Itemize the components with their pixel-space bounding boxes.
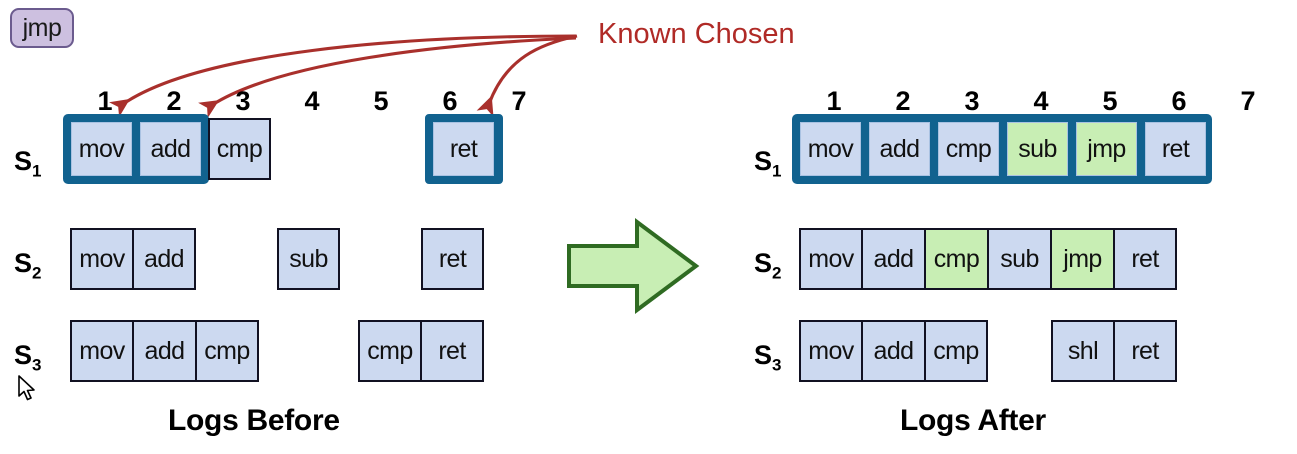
column-header-2: 2 (166, 86, 182, 116)
column-header-6: 6 (442, 86, 458, 116)
chosen-highlight-s1-after-all (792, 114, 1212, 184)
cell-s1-after-2[interactable]: add (869, 122, 930, 176)
column-header-after-5: 5 (1102, 86, 1118, 116)
row-label-s3-before-sub: 3 (32, 355, 42, 375)
column-header-after-3: 3 (964, 86, 980, 116)
cell-s2-after-1[interactable]: mov (799, 228, 862, 290)
transition-arrow-icon (567, 218, 700, 314)
known-chosen-annotation-label: Known Chosen (598, 18, 795, 50)
cell-s1-after-5[interactable]: jmp (1076, 122, 1137, 176)
cell-s2-before-2[interactable]: add (133, 228, 196, 290)
column-header-1: 1 (97, 86, 113, 116)
column-header-5: 5 (373, 86, 389, 116)
cell-s2-before-6[interactable]: ret (421, 228, 484, 290)
row-label-s2-after: S2 (754, 248, 782, 283)
cell-s1-before-2[interactable]: add (140, 122, 201, 176)
row-label-s1-before-letter: S (14, 146, 33, 176)
cell-s3-before-1[interactable]: mov (70, 320, 133, 382)
row-label-s1-after-letter: S (754, 146, 773, 176)
cell-s2-after-6[interactable]: ret (1114, 228, 1177, 290)
column-header-3: 3 (235, 86, 251, 116)
cell-s1-before-3[interactable]: cmp (208, 118, 271, 180)
column-header-7: 7 (511, 86, 527, 116)
cell-s1-before-1[interactable]: mov (71, 122, 132, 176)
row-label-s2-before: S2 (14, 248, 42, 283)
cell-s1-after-3[interactable]: cmp (938, 122, 999, 176)
cell-s2-after-2[interactable]: add (862, 228, 925, 290)
row-label-s3-after-letter: S (754, 340, 773, 370)
mouse-cursor-icon (18, 375, 35, 401)
panel-logs-before: 1 2 3 4 5 6 7 S1 mov add cmp ret S2 mov … (0, 0, 560, 454)
cell-s2-before-1[interactable]: mov (70, 228, 133, 290)
cell-s1-after-1[interactable]: mov (800, 122, 861, 176)
cell-s2-after-5[interactable]: jmp (1051, 228, 1114, 290)
caption-logs-before: Logs Before (168, 404, 340, 437)
cell-s2-after-3[interactable]: cmp (925, 228, 988, 290)
jmp-chip-label: jmp (22, 13, 62, 42)
column-header-after-2: 2 (895, 86, 911, 116)
cell-s3-before-2[interactable]: add (133, 320, 196, 382)
cell-s2-before-4[interactable]: sub (277, 228, 340, 290)
cell-s3-before-6[interactable]: ret (421, 320, 484, 382)
cell-s3-before-3[interactable]: cmp (196, 320, 259, 382)
row-label-s2-after-sub: 2 (772, 263, 782, 283)
cell-s1-after-4[interactable]: sub (1007, 122, 1068, 176)
cell-s3-after-5[interactable]: shl (1051, 320, 1114, 382)
row-label-s3-before: S3 (14, 340, 42, 375)
column-header-after-7: 7 (1240, 86, 1256, 116)
panel-logs-after: 1 2 3 4 5 6 7 S1 mov add cmp sub jmp ret… (740, 0, 1297, 454)
caption-logs-after: Logs After (900, 404, 1046, 437)
row-label-s3-after-sub: 3 (772, 355, 782, 375)
row-label-s3-before-letter: S (14, 340, 33, 370)
cell-s3-after-6[interactable]: ret (1114, 320, 1177, 382)
cell-s3-after-1[interactable]: mov (799, 320, 862, 382)
cell-s2-after-4[interactable]: sub (988, 228, 1051, 290)
row-label-s2-after-letter: S (754, 248, 773, 278)
row-label-s1-after-sub: 1 (772, 161, 782, 181)
row-label-s1-before-sub: 1 (32, 161, 42, 181)
column-header-after-6: 6 (1171, 86, 1187, 116)
row-label-s1-after: S1 (754, 146, 782, 181)
row-label-s2-before-letter: S (14, 248, 33, 278)
row-label-s3-after: S3 (754, 340, 782, 375)
row-label-s2-before-sub: 2 (32, 263, 42, 283)
jmp-chip: jmp (10, 8, 74, 48)
cell-s1-after-6[interactable]: ret (1145, 122, 1206, 176)
cell-s3-after-3[interactable]: cmp (925, 320, 988, 382)
cell-s3-before-5[interactable]: cmp (358, 320, 421, 382)
cell-s1-before-6[interactable]: ret (433, 122, 494, 176)
column-header-after-4: 4 (1033, 86, 1049, 116)
row-label-s1-before: S1 (14, 146, 42, 181)
cell-s3-after-2[interactable]: add (862, 320, 925, 382)
column-header-after-1: 1 (826, 86, 842, 116)
column-header-4: 4 (304, 86, 320, 116)
